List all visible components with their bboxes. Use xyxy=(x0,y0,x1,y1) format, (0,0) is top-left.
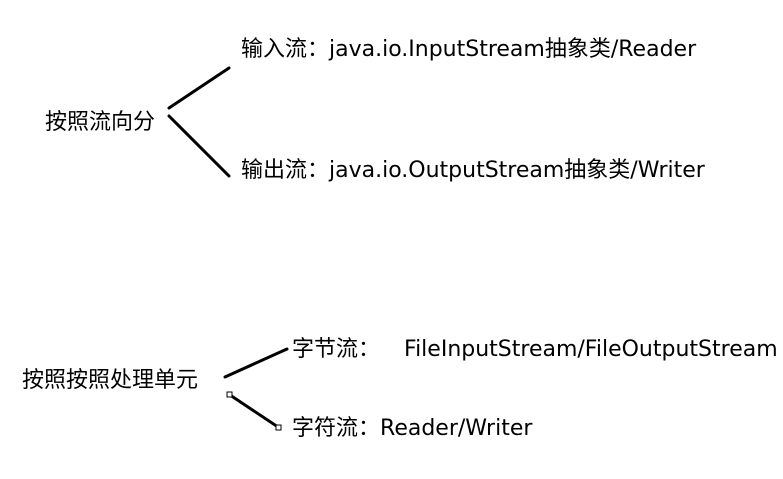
branch-label-char-stream: 字符流：Reader/Writer xyxy=(292,418,532,440)
connector-line-byte-stream xyxy=(223,347,289,379)
branch-label-output-stream: 输出流：java.io.OutputStream抽象类/Writer xyxy=(241,160,705,182)
connector-handle xyxy=(275,424,282,431)
branch-prefix: 输入流： xyxy=(241,37,330,62)
branch-text: java.io.OutputStream抽象类/Writer xyxy=(329,158,705,183)
branch-text: FileInputStream/FileOutputStream xyxy=(404,337,778,362)
branch-prefix: 字节流： xyxy=(292,337,381,362)
branch-label-byte-stream: 字节流： FileInputStream/FileOutputStream xyxy=(292,339,778,361)
connector-line-input xyxy=(167,66,231,110)
branch-text: Reader/Writer xyxy=(380,416,533,441)
root-label-processing-unit: 按照按照处理单元 xyxy=(22,368,199,393)
branch-prefix: 输出流： xyxy=(241,158,330,183)
connector-line-char-stream xyxy=(228,393,280,429)
connector-handle xyxy=(226,391,233,398)
branch-text: java.io.InputStream抽象类/Reader xyxy=(329,37,697,62)
branch-prefix: 字符流： xyxy=(292,416,381,441)
root-label-flow-direction: 按照流向分 xyxy=(45,110,156,135)
branch-label-input-stream: 输入流：java.io.InputStream抽象类/Reader xyxy=(241,39,696,61)
connector-line-output xyxy=(167,114,231,178)
